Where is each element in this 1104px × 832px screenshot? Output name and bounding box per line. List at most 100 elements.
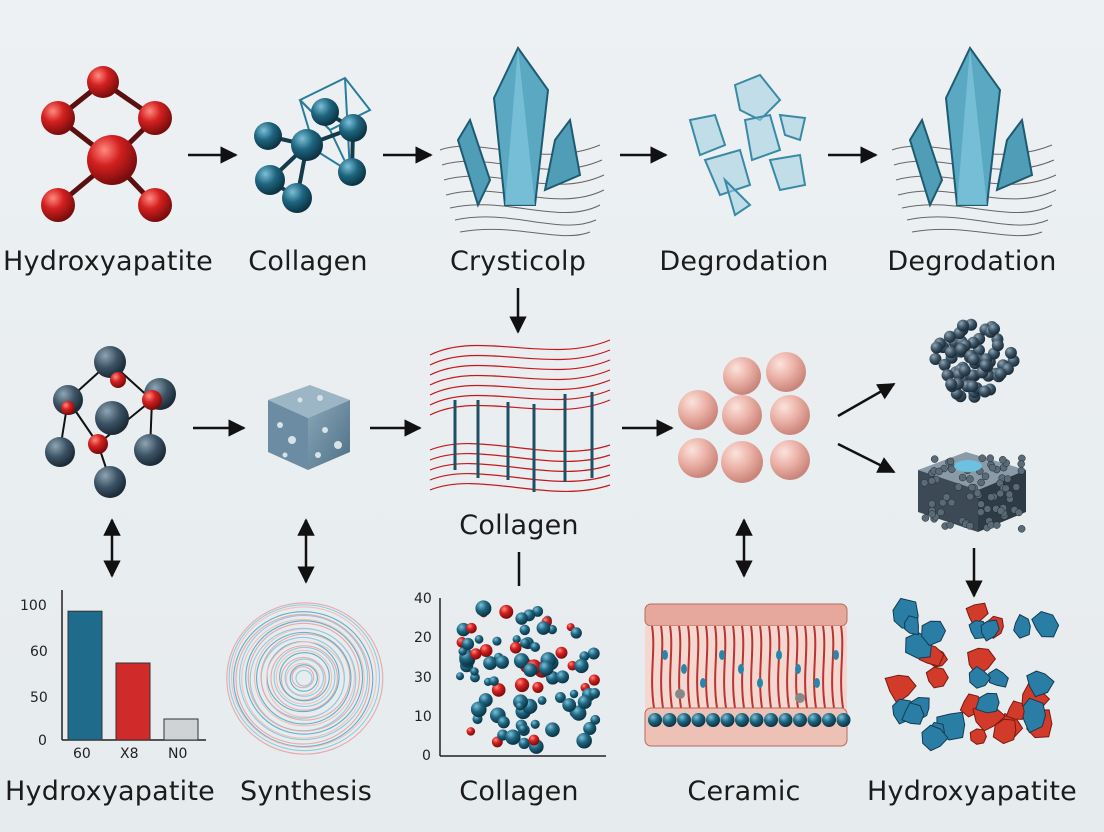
degradation-fragments-icon: [688, 73, 807, 217]
scatter-point: [518, 724, 528, 734]
label-collagen-bottom: Collagen: [459, 776, 579, 807]
nanoparticle-aggregate-icon: [929, 318, 1020, 403]
scatter-point: [574, 658, 589, 674]
scatter-point: [491, 683, 506, 697]
scatter-point: [571, 705, 587, 721]
scatter-point: [589, 687, 600, 699]
label-hydroxyapatite-top: Hydroxyapatite: [3, 246, 213, 277]
scatter-point: [515, 701, 525, 711]
scatter-point: [569, 689, 579, 699]
scatter-point: [495, 655, 509, 669]
label-collagen-top: Collagen: [248, 246, 368, 277]
scatter-point: [499, 604, 514, 619]
scatter-point: [556, 670, 570, 684]
bar-x-tick: 60: [73, 746, 91, 762]
ceramic-tissue-cross-section-icon: [644, 603, 851, 747]
scatter-y-tick: 30: [414, 670, 432, 686]
scatter-point: [509, 641, 522, 654]
scatter-point: [470, 667, 479, 676]
bar-y-tick: 100: [20, 598, 47, 614]
scatter-point: [474, 634, 484, 644]
collagen-molecule-icon: [254, 76, 372, 213]
scatter-y-tick: 20: [414, 630, 432, 646]
scatter-point: [475, 600, 492, 617]
bar-x-tick: X8: [120, 746, 139, 762]
scatter-chart: [439, 598, 606, 757]
collagen-fiber-bundle-icon: [429, 339, 611, 492]
scatter-point: [466, 727, 476, 736]
crystal-on-fibers-icon: [439, 46, 605, 237]
bar-y-tick: 60: [30, 644, 48, 660]
scatter-point: [519, 624, 531, 636]
arrow-icon: [188, 146, 878, 334]
scatter-y-tick: 40: [414, 591, 432, 607]
scatter-point: [587, 647, 600, 660]
scatter-point: [576, 732, 592, 749]
pink-cell-cluster-icon: [678, 352, 810, 483]
scatter-point: [555, 646, 568, 659]
scatter-point: [588, 674, 600, 686]
bar-y-tick: 50: [30, 690, 48, 706]
bar: [67, 610, 103, 741]
porous-block-icon: [918, 452, 1026, 533]
porous-scaffold-cube-icon: [268, 385, 350, 470]
hydroxyapatite-molecule-icon: [41, 66, 172, 222]
scatter-point: [538, 660, 554, 676]
bar-y-tick: 0: [38, 733, 47, 749]
scatter-point: [528, 734, 540, 746]
scatter-point: [523, 663, 538, 678]
scatter-point: [492, 636, 502, 646]
hydroxyapatite-particles-icon: [884, 597, 1060, 752]
scatter-point: [577, 695, 592, 710]
scatter-point: [545, 722, 560, 738]
scatter-point: [489, 676, 499, 686]
bar-x-tick: N0: [168, 746, 188, 762]
scatter-point: [537, 696, 547, 705]
scatter-point: [497, 716, 510, 729]
scatter-point: [461, 637, 475, 651]
concentric-rings-icon: [226, 602, 384, 755]
label-collagen-middle: Collagen: [459, 510, 579, 541]
scatter-point: [479, 644, 493, 657]
scatter-point: [466, 622, 477, 634]
crystal-on-fibers-icon: [891, 46, 1057, 237]
arrow-icon: [193, 382, 896, 474]
scatter-point: [512, 635, 521, 644]
bar-chart: [61, 590, 206, 741]
scatter-point: [513, 653, 530, 669]
scatter-y-tick: 10: [414, 709, 432, 725]
label-ceramic: Ceramic: [687, 776, 801, 807]
scatter-point: [470, 701, 487, 718]
scatter-point: [562, 698, 577, 712]
scatter-point: [579, 651, 590, 662]
scatter-point: [536, 621, 551, 635]
nanoparticle-network-icon: [45, 346, 176, 498]
scatter-point: [583, 721, 597, 736]
label-degrodation-2: Degrodation: [887, 246, 1057, 277]
label-synthesis: Synthesis: [240, 776, 372, 807]
bar: [115, 662, 151, 741]
scatter-point: [514, 677, 530, 693]
bar: [163, 718, 199, 741]
scatter-point: [470, 648, 482, 660]
label-degrodation-1: Degrodation: [659, 246, 829, 277]
scatter-point: [554, 692, 566, 703]
scatter-point: [532, 681, 544, 693]
scatter-point: [458, 647, 467, 656]
scatter-point: [530, 642, 541, 652]
scatter-point: [456, 672, 465, 681]
scatter-point: [515, 612, 528, 625]
scatter-point: [570, 627, 582, 639]
scatter-point: [520, 638, 531, 649]
label-hydroxyapatite-bottom: Hydroxyapatite: [5, 776, 215, 807]
bidirectional-arrow-icon: [103, 518, 983, 598]
label-crysticolp: Crysticolp: [449, 246, 587, 277]
scatter-point: [518, 737, 530, 750]
scatter-y-tick: 0: [422, 748, 431, 764]
scatter-point: [590, 714, 601, 725]
scatter-point: [505, 729, 521, 745]
collagen-crosslink-icon: [453, 392, 594, 492]
scatter-point: [530, 719, 540, 729]
